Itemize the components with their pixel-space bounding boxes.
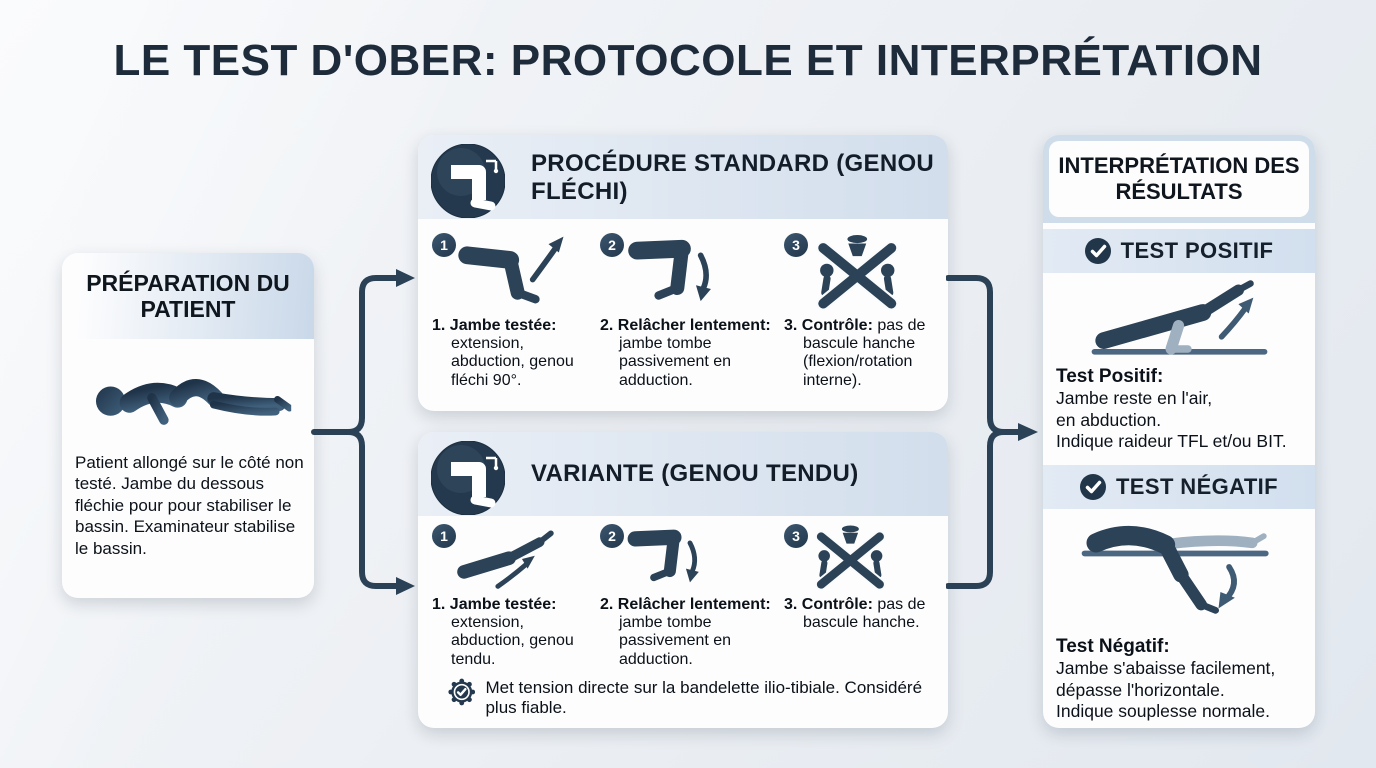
variant-note-text: Met tension directe sur la bandelette il… [485, 678, 923, 718]
leg-drops-below-icon [1043, 513, 1315, 624]
negative-band: TEST NÉGATIF [1043, 465, 1315, 509]
panel-interpretation: INTERPRÉTATION DES RÉSULTATS TEST POSITI… [1043, 135, 1315, 728]
positive-band: TEST POSITIF [1043, 229, 1315, 273]
merge-arrow-connector [946, 275, 1038, 589]
standard-title: PROCÉDURE STANDARD (GENOU FLÉCHI) [531, 150, 935, 206]
step-number-badge: 1 [432, 524, 456, 548]
straight-knee-circle-icon [431, 441, 505, 520]
variant-step-3: 3 3. Contrôle: pas de bascule hanche. [784, 522, 946, 669]
positive-result-text: Test Positif: Jambe reste en l'air, en a… [1056, 366, 1287, 451]
step-text: 2. Relâcher lentement: jambe tombe passi… [600, 596, 771, 668]
step-text: 1. Jambe testée: extension, abduction, g… [432, 317, 574, 389]
standard-step-2: 2 2. Relâcher lentement: jambe tombe pas… [600, 231, 784, 390]
leg-stays-up-icon [1043, 277, 1315, 368]
positive-band-label: TEST POSITIF [1120, 238, 1274, 263]
leg-flexed-raise-icon [456, 231, 568, 317]
positive-label: Test Positif: [1056, 366, 1164, 387]
negative-band-label: TEST NÉGATIF [1115, 474, 1279, 499]
pelvis-crossed-icon [808, 522, 893, 596]
panel-standard-procedure: PROCÉDURE STANDARD (GENOU FLÉCHI) 1 1. J… [418, 135, 948, 411]
step-text: 3. Contrôle: pas de bascule hanche (flex… [784, 317, 926, 389]
step-number-badge: 2 [600, 524, 624, 548]
step-number-badge: 1 [432, 233, 456, 257]
check-circle-icon [1080, 474, 1106, 500]
leg-straight-raise-icon [456, 522, 561, 596]
step-number-badge: 2 [600, 233, 624, 257]
variant-note: Met tension directe sur la bandelette il… [448, 676, 934, 719]
step-text: 1. Jambe testée: extension, abduction, g… [432, 596, 574, 668]
split-arrow-connector [311, 269, 415, 595]
variant-step-1: 1 1. Jambe testée: extension, abduction,… [432, 522, 600, 669]
preparation-description: Patient allongé sur le côté non testé. J… [75, 453, 304, 558]
standard-step-3: 3 3. Contrôle: pas de bascule hanche (fl… [784, 231, 946, 390]
patient-lying-side-icon [62, 353, 314, 444]
standard-header-band [418, 135, 948, 219]
interpretation-title: INTERPRÉTATION DES RÉSULTATS [1049, 141, 1309, 217]
panel-variant-procedure: VARIANTE (GENOU TENDU) 1 1. Jambe testée… [418, 432, 948, 728]
negative-result-text: Test Négatif: Jambe s'abaisse facilement… [1056, 636, 1276, 721]
leg-drop-icon [624, 522, 721, 596]
panel-preparation: PRÉPARATION DU PATIENT Patient allongé s… [62, 253, 314, 598]
step-number-badge: 3 [784, 524, 808, 548]
step-text: 2. Relâcher lentement: jambe tombe passi… [600, 317, 771, 389]
pelvis-crossed-icon [808, 231, 907, 317]
flexed-knee-circle-icon [431, 144, 505, 223]
preparation-title: PRÉPARATION DU PATIENT [62, 253, 314, 339]
check-circle-icon [1085, 238, 1111, 264]
leg-drop-icon [624, 231, 736, 317]
variant-step-2: 2 2. Relâcher lentement: jambe tombe pas… [600, 522, 784, 669]
verified-seal-icon [448, 676, 475, 708]
negative-label: Test Négatif: [1056, 636, 1170, 657]
step-number-badge: 3 [784, 233, 808, 257]
step-text: 3. Contrôle: pas de bascule hanche. [784, 596, 926, 632]
variant-title: VARIANTE (GENOU TENDU) [531, 460, 859, 487]
page-title: LE TEST D'OBER: PROTOCOLE ET INTERPRÉTAT… [113, 36, 1263, 85]
standard-step-1: 1 1. Jambe testée: extension, abduction,… [432, 231, 600, 390]
variant-header-band [418, 432, 948, 516]
